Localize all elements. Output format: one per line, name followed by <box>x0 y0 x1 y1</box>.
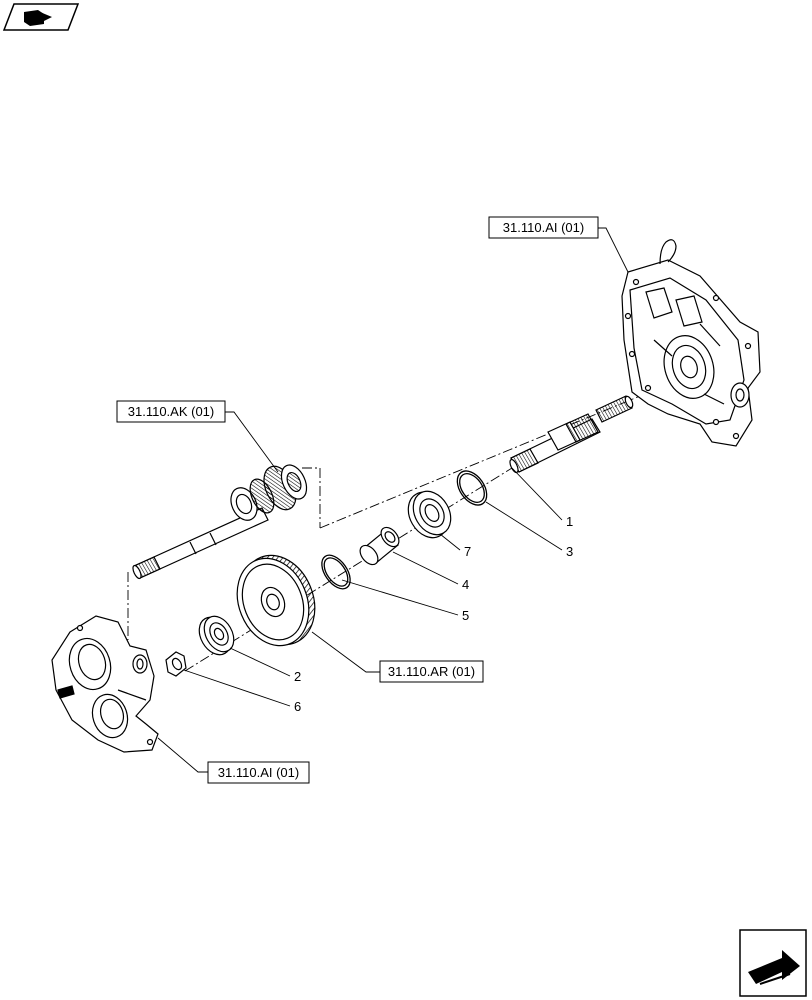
ref-gear-wheel[interactable]: 31.110.AR (01) <box>379 660 484 683</box>
part-6-nut <box>165 651 187 677</box>
callout-5: 5 <box>462 608 469 623</box>
callout-3: 3 <box>566 544 573 559</box>
callout-1: 1 <box>566 514 573 529</box>
callout-6: 6 <box>294 699 301 714</box>
part-3-snap-ring <box>456 470 488 506</box>
part-1-output-shaft <box>509 395 634 474</box>
ref-housing-top-label: 31.110.AI (01) <box>503 220 584 235</box>
book-arrow-icon[interactable] <box>2 3 80 31</box>
next-page-arrow-icon[interactable] <box>739 929 807 997</box>
part-4-bushing <box>359 526 400 566</box>
part-2-bearing <box>198 615 235 656</box>
ref-shaft-assembly-label: 31.110.AK (01) <box>128 404 214 419</box>
part-7-bearing <box>407 490 452 539</box>
large-spur-gear <box>236 554 316 647</box>
callout-4: 4 <box>462 577 469 592</box>
ref-gear-wheel-label: 31.110.AR (01) <box>388 664 475 679</box>
gear-shaft-assembly <box>132 464 308 580</box>
callout-2: 2 <box>294 669 301 684</box>
part-5-snap-ring <box>321 554 351 590</box>
lower-housing <box>51 615 159 753</box>
ref-housing-bottom[interactable]: 31.110.AI (01) <box>207 761 310 784</box>
ref-housing-bottom-label: 31.110.AI (01) <box>218 765 299 780</box>
ref-shaft-assembly[interactable]: 31.110.AK (01) <box>116 400 226 423</box>
ref-housing-top[interactable]: 31.110.AI (01) <box>488 216 599 239</box>
callout-7: 7 <box>464 544 471 559</box>
upper-housing <box>621 239 761 447</box>
leader-lines <box>157 227 629 773</box>
